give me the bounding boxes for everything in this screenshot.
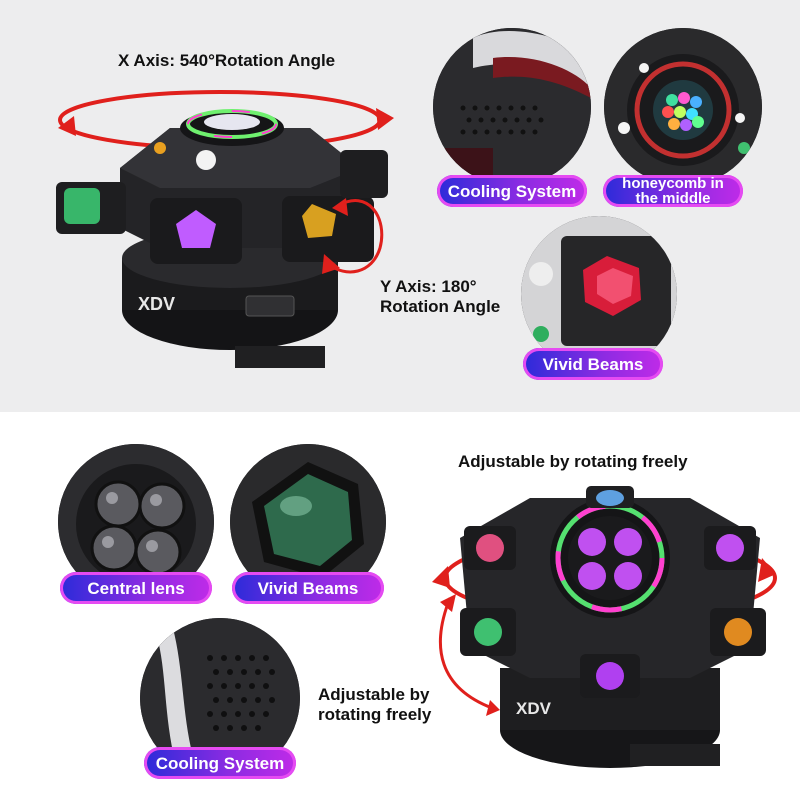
brand-logo: XDV bbox=[138, 294, 175, 314]
label-cooling-system-top: Cooling System bbox=[437, 175, 587, 207]
label-central-lens: Central lens bbox=[60, 572, 212, 604]
rotate-caption: Adjustable by rotating freely bbox=[458, 452, 688, 471]
label-honeycomb: honeycomb in the middle bbox=[603, 175, 743, 207]
side-caption: Adjustable by rotating freely bbox=[318, 685, 431, 725]
label-honeycomb-line1: honeycomb in bbox=[622, 175, 724, 192]
detail-cooling-top bbox=[433, 28, 591, 186]
cooling-vent-illustration bbox=[433, 28, 591, 186]
detail-vivid-top bbox=[521, 216, 677, 372]
central-lens-illustration bbox=[58, 444, 214, 600]
vivid-beam-illustration bbox=[521, 216, 677, 372]
label-cooling-system-bottom: Cooling System bbox=[144, 747, 296, 779]
honeycomb-illustration bbox=[604, 28, 762, 186]
detail-honeycomb bbox=[604, 28, 762, 186]
label-vivid-beams-bottom: Vivid Beams bbox=[232, 572, 384, 604]
x-axis-caption: X Axis: 540°Rotation Angle bbox=[118, 51, 336, 70]
y-axis-caption: Y Axis: 180° Rotation Angle bbox=[380, 277, 500, 317]
brand-logo-bottom: XDV bbox=[516, 699, 552, 718]
side-caption-line1: Adjustable by bbox=[318, 685, 430, 704]
side-caption-line2: rotating freely bbox=[318, 705, 432, 724]
y-axis-caption-line1: Y Axis: 180° bbox=[380, 277, 477, 296]
product-image-top: XDV bbox=[56, 90, 394, 368]
y-axis-caption-line2: Rotation Angle bbox=[380, 297, 501, 316]
product-image-bottom: XDV bbox=[432, 486, 777, 768]
label-honeycomb-line2: the middle bbox=[635, 190, 711, 207]
label-vivid-beams-top: Vivid Beams bbox=[523, 348, 663, 380]
